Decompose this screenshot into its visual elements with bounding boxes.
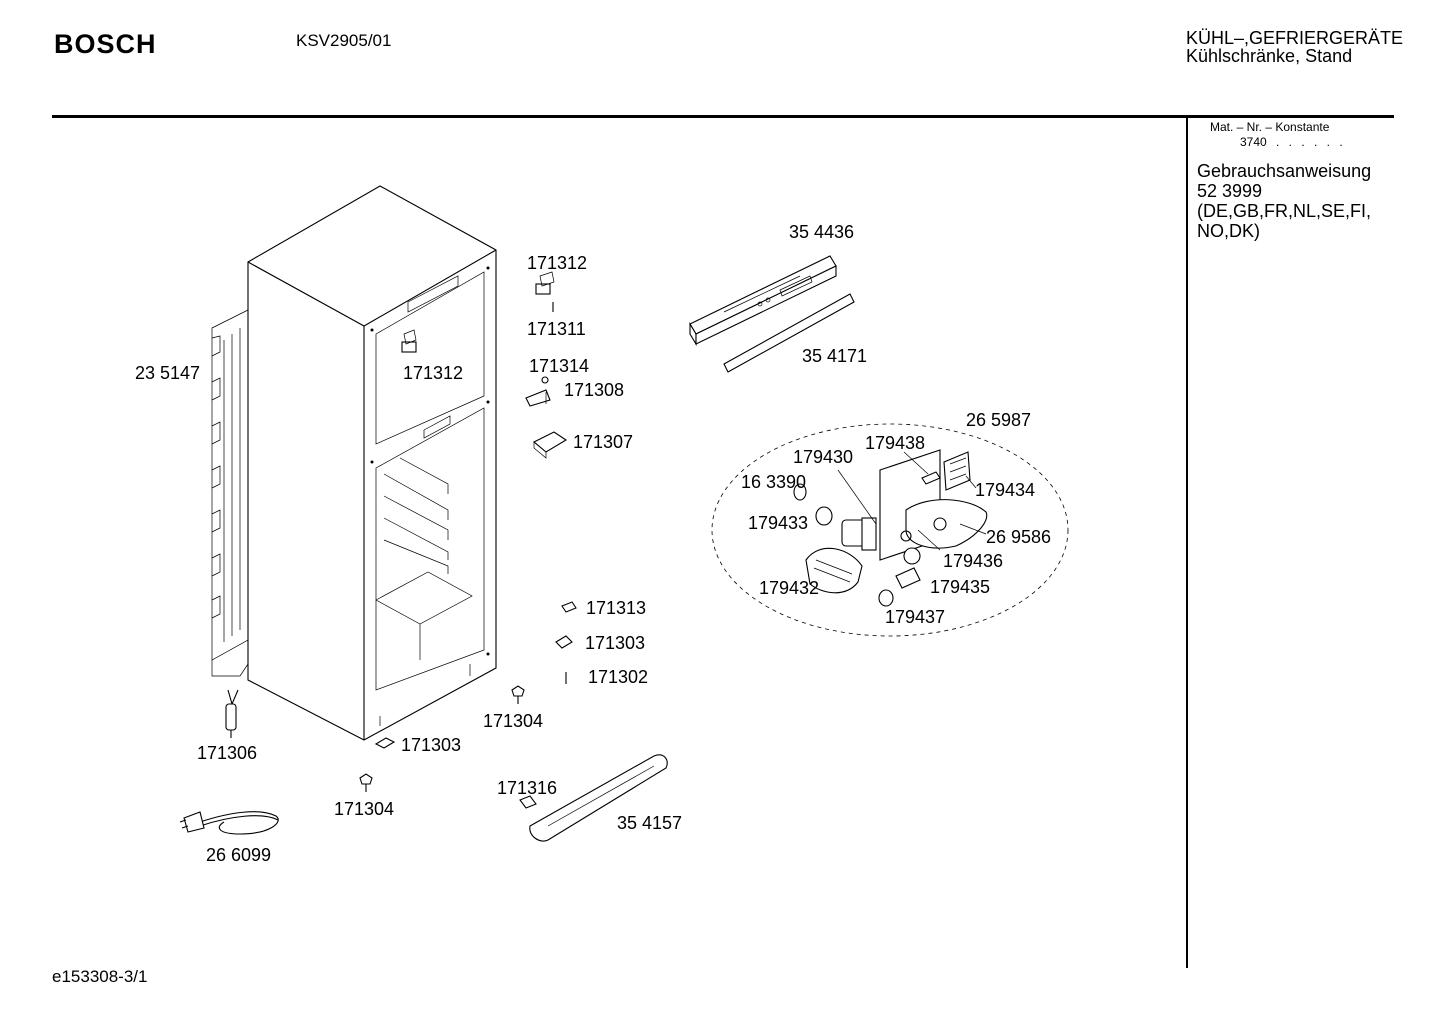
model-number: KSV2905/01	[296, 31, 392, 50]
part-label: 171308	[564, 380, 624, 400]
part-label: 26 6099	[206, 845, 271, 865]
part-label: 179430	[793, 447, 853, 467]
part-label: 171304	[483, 711, 543, 731]
part-label: 26 5987	[966, 410, 1031, 430]
part-label: 171314	[529, 356, 589, 376]
drawing-id: e153308-3/1	[52, 967, 148, 986]
category-subtitle: Kühlschränke, Stand	[1186, 46, 1353, 66]
part-label: 171312	[527, 253, 587, 273]
hinge-parts-drawing	[359, 271, 577, 809]
part-label: 179434	[975, 480, 1035, 500]
part-label: 171303	[585, 633, 645, 653]
manual-title: Gebrauchsanweisung	[1197, 161, 1372, 181]
control-panel-drawing	[689, 255, 855, 373]
part-label: 179435	[930, 577, 990, 597]
part-label: 35 4436	[789, 222, 854, 242]
part-label: 171312	[403, 363, 463, 383]
part-label: 179437	[885, 607, 945, 627]
part-label: 171311	[527, 319, 586, 339]
part-label: 171304	[334, 799, 394, 819]
part-label: 179438	[865, 433, 925, 453]
part-label: 179432	[759, 578, 819, 598]
part-label: 171303	[401, 735, 461, 755]
part-label: 171313	[586, 598, 646, 618]
fridge-cabinet-drawing	[247, 185, 497, 741]
brand-logo: BOSCH	[54, 29, 157, 59]
capillary-drawing	[225, 689, 239, 738]
part-label: 171302	[588, 667, 648, 687]
part-label: 16 3390	[741, 472, 806, 492]
part-label: 171316	[497, 778, 557, 798]
part-label: 179436	[943, 551, 1003, 571]
mat-number-value: 3740	[1240, 135, 1267, 149]
mat-number-dots: . . . . . .	[1276, 135, 1346, 149]
part-label: 171307	[573, 432, 633, 452]
condenser-drawing	[211, 309, 249, 677]
part-label: 23 5147	[135, 363, 200, 383]
part-label: 171306	[197, 743, 257, 763]
manual-languages: (DE,GB,FR,NL,SE,FI,	[1197, 201, 1372, 221]
manual-number: 52 3999	[1197, 181, 1263, 201]
lamp-assembly-drawing	[711, 423, 1069, 637]
part-label: 35 4157	[617, 813, 682, 833]
bottom-trim-drawing	[529, 754, 668, 842]
part-label: 179433	[748, 513, 808, 533]
exploded-parts-diagram: 35 4436 171312 171311 35 4171 23 5147 17…	[135, 185, 1069, 865]
sidebar-divider	[1186, 118, 1188, 968]
mat-number-label: Mat. – Nr. – Konstante	[1210, 120, 1330, 134]
part-label: 26 9586	[986, 527, 1051, 547]
category-title: KÜHL–,GEFRIERGERÄTE	[1186, 28, 1404, 48]
part-label: 35 4171	[802, 346, 867, 366]
header-divider	[52, 115, 1394, 118]
manual-languages-cont: NO,DK)	[1197, 221, 1260, 241]
power-cord-drawing	[179, 811, 279, 835]
